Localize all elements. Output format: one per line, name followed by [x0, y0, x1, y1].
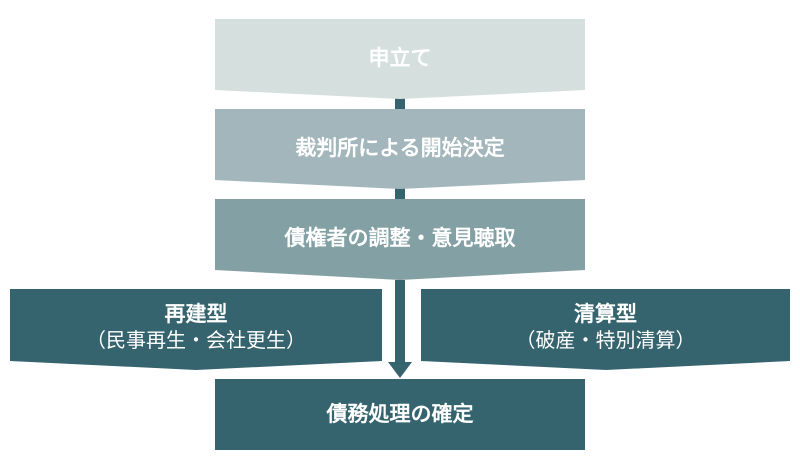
branch-rehabilitation-title: 再建型 [164, 302, 228, 327]
branch-liquidation-title: 清算型 [574, 302, 637, 327]
step-creditor-coordination: 債権者の調整・意見聴取 [284, 225, 516, 250]
connector-2-3 [395, 186, 405, 200]
center-arrow-stem [395, 280, 405, 364]
step-shape-1 [215, 19, 585, 99]
connector-1-2 [395, 96, 405, 110]
step-court-decision: 裁判所による開始決定 [295, 135, 505, 160]
result-debt-settlement: 債務処理の確定 [326, 402, 474, 427]
center-arrow-head [388, 362, 412, 378]
branch-liquidation-detail: （破産・特別清算） [515, 327, 696, 352]
step-petition: 申立て [368, 45, 432, 70]
branch-shape-right [421, 289, 790, 370]
result-shape [215, 379, 585, 450]
branch-rehabilitation-detail: （民事再生・会社更生） [86, 327, 306, 352]
step-shape-2 [215, 109, 585, 189]
step-shape-3 [215, 199, 585, 280]
branch-rehabilitation: 再建型 （民事再生・会社更生） [10, 289, 382, 365]
branch-shape-left [10, 289, 382, 370]
branch-liquidation: 清算型 （破産・特別清算） [421, 289, 790, 365]
